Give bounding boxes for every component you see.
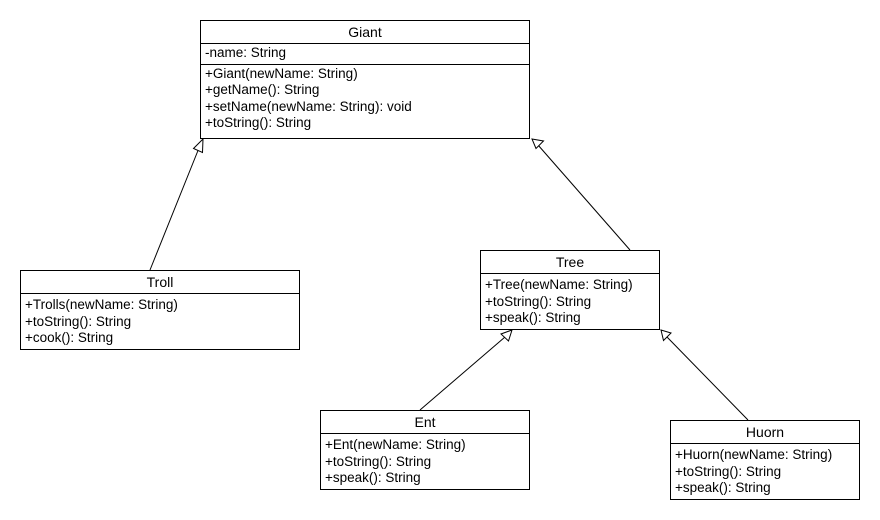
operation: +getName(): String (205, 82, 320, 97)
class-huorn-name: Huorn (671, 421, 859, 444)
class-giant-attributes: -name: String (201, 44, 529, 65)
operation: +speak(): String (675, 480, 771, 495)
ent-tree-line (419, 336, 506, 411)
operation: +toString(): String (485, 293, 592, 309)
huorn-tree-line (666, 336, 749, 421)
class-tree[interactable]: Tree +Tree(newName: String) +toString():… (480, 250, 660, 330)
class-giant[interactable]: Giant -name: String +Giant(newName: Stri… (200, 20, 530, 139)
operation: +speak(): String (485, 310, 581, 325)
operation: +speak(): String (325, 470, 421, 485)
class-troll[interactable]: Troll +Trolls(newName: String) +toString… (20, 270, 300, 350)
operation: +toString(): String (675, 463, 782, 479)
operation: +toString(): String (25, 313, 132, 329)
class-huorn-operations: +Huorn(newName: String) +toString(): Str… (671, 444, 859, 499)
operation: +cook(): String (25, 330, 114, 345)
operation: +Giant(newName: String) (205, 65, 358, 81)
class-ent[interactable]: Ent +Ent(newName: String) +toString(): S… (320, 410, 530, 490)
tree-giant-arrowhead (531, 138, 545, 150)
operation: +Tree(newName: String) (485, 277, 633, 292)
class-troll-name: Troll (21, 271, 299, 294)
operation: +toString(): String (205, 115, 312, 130)
operation: +Ent(newName: String) (325, 437, 466, 452)
ent-tree-arrowhead (500, 329, 513, 342)
operation: +Trolls(newName: String) (25, 297, 178, 312)
troll-giant-arrowhead (192, 137, 204, 154)
class-giant-operations: +Giant(newName: String) +getName(): Stri… (201, 65, 529, 134)
class-troll-operations: +Trolls(newName: String) +toString(): St… (21, 294, 299, 349)
class-tree-name: Tree (481, 251, 659, 274)
operation: +toString(): String (325, 453, 432, 469)
class-ent-name: Ent (321, 411, 529, 434)
class-huorn[interactable]: Huorn +Huorn(newName: String) +toString(… (670, 420, 860, 500)
troll-giant-line (149, 147, 200, 271)
tree-giant-line (537, 144, 631, 251)
huorn-tree-arrowhead (660, 329, 672, 342)
operation: +setName(newName: String): void (205, 98, 412, 114)
class-ent-operations: +Ent(newName: String) +toString(): Strin… (321, 434, 529, 489)
operation: +Huorn(newName: String) (675, 447, 833, 462)
attribute: -name: String (205, 45, 287, 60)
class-giant-name: Giant (201, 21, 529, 44)
class-tree-operations: +Tree(newName: String) +toString(): Stri… (481, 274, 659, 329)
